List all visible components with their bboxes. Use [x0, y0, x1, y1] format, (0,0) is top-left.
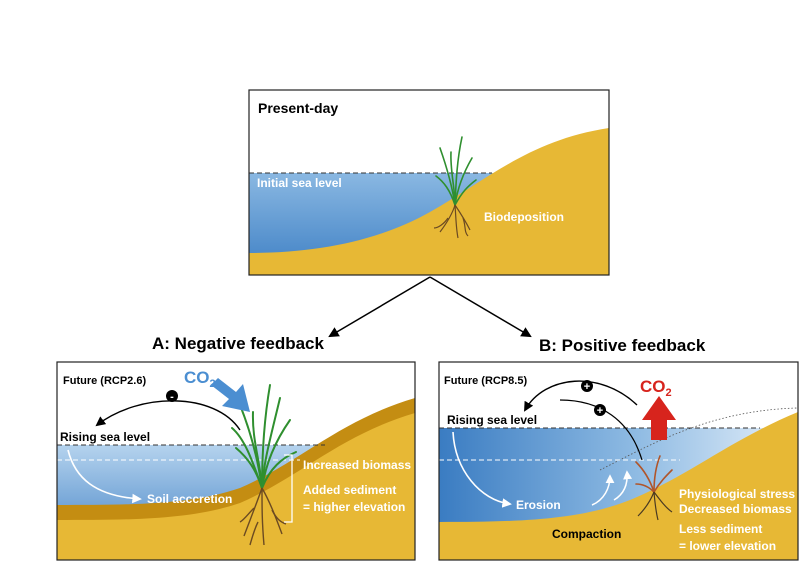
positive-sign-2: + — [597, 405, 603, 417]
negative-feedback-panel: - Future (RCP2.6) CO2 Rising sea level S… — [56, 361, 416, 561]
positive-sign-badge-1 — [581, 380, 593, 392]
rising-sea-level-label: Rising sea level — [447, 413, 537, 427]
feedback-loop-arrow-inner — [559, 399, 643, 461]
co2-release-arrow-icon — [642, 396, 676, 440]
effect-physiological-stress: Physiological stress — [679, 487, 795, 501]
effect-increased-biomass: Increased biomass — [303, 458, 411, 472]
positive-feedback-panel: + + Future (RCP8.5) CO2 Rising sea level… — [438, 361, 799, 561]
negative-sign-badge — [166, 390, 178, 402]
effect-added-sediment: Added sediment — [303, 483, 396, 497]
compaction-label: Compaction — [552, 527, 621, 541]
roots-icon — [239, 487, 287, 546]
negative-sign: - — [170, 391, 174, 403]
effect-less-sediment: Less sediment — [679, 522, 762, 536]
roots-icon — [637, 491, 673, 521]
grass-plant-icon — [231, 384, 297, 489]
sediment — [249, 128, 609, 275]
roots-icon — [433, 204, 471, 239]
effects-bracket — [284, 454, 293, 523]
present-day-panel: Present-day Initial sea level Biodeposit… — [248, 89, 610, 276]
erosion-arrow — [452, 431, 512, 508]
panel-frame — [438, 361, 799, 561]
grass-plant-icon — [435, 136, 477, 206]
positive-sign-1: + — [584, 381, 590, 393]
effect-higher-elevation: = higher elevation — [303, 500, 405, 514]
scenario-label: Future (RCP8.5) — [444, 375, 527, 387]
biodeposition-label: Biodeposition — [484, 210, 564, 224]
stressed-plant-icon — [635, 455, 673, 493]
effect-lower-elevation: = lower elevation — [679, 539, 776, 553]
soil-accretion-label: Soil acccretion — [147, 492, 232, 506]
positive-feedback-heading: B: Positive feedback — [539, 336, 706, 355]
erosion-label: Erosion — [516, 498, 561, 512]
compaction-arrow-2 — [613, 470, 633, 501]
scenario-label: Future (RCP2.6) — [63, 375, 146, 387]
feedback-loop-arrow-outer — [524, 380, 638, 412]
effect-decreased-biomass: Decreased biomass — [679, 502, 792, 516]
co2-label: CO2 — [184, 368, 216, 390]
co2-label: CO2 — [640, 377, 672, 399]
panel-frame — [248, 89, 610, 276]
arrow-to-negative-feedback — [328, 276, 431, 338]
negative-feedback-heading: A: Negative feedback — [152, 334, 324, 353]
arrow-to-positive-feedback — [429, 276, 532, 338]
present-day-title: Present-day — [258, 100, 338, 116]
sediment — [57, 413, 415, 560]
initial-sea-level-label: Initial sea level — [257, 176, 342, 190]
co2-uptake-arrow-icon — [211, 378, 250, 412]
compaction-arrow-1 — [591, 474, 615, 506]
rising-sea-level-label: Rising sea level — [60, 430, 150, 444]
soil-accretion-arrow — [67, 449, 142, 504]
sediment — [439, 412, 798, 560]
panel-frame — [56, 361, 416, 561]
positive-sign-badge-2 — [594, 404, 606, 416]
